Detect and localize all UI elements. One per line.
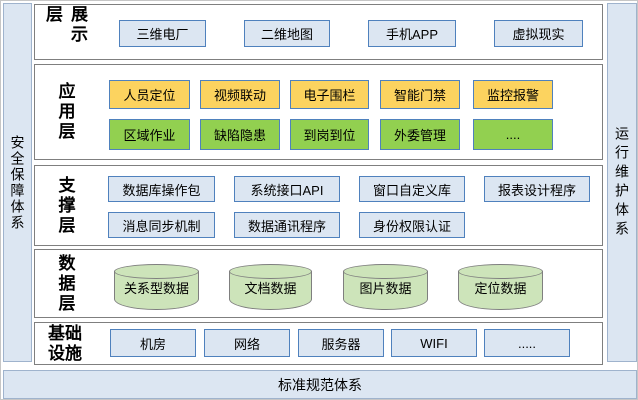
presentation-box: 手机APP <box>368 20 456 47</box>
layer-label-presentation: 展示层 <box>43 5 87 45</box>
layer-label-support: 支撑层 <box>55 175 75 236</box>
application-box: 到岗到位 <box>290 119 369 150</box>
application-box: 智能门禁 <box>380 80 460 109</box>
standard-specification-label: 标准规范体系 <box>278 376 362 393</box>
presentation-box: 三维电厂 <box>119 20 206 47</box>
layer-label-data: 数据层 <box>55 253 75 314</box>
support-box: 数据通讯程序 <box>234 212 340 238</box>
infrastructure-box: 机房 <box>110 329 196 357</box>
application-box: 外委管理 <box>380 119 460 150</box>
infrastructure-box: 服务器 <box>298 329 384 357</box>
infrastructure-box: 网络 <box>204 329 290 357</box>
application-box: .... <box>473 119 553 150</box>
layer-panel-data: 数据层 关系型数据 文档数据 图片数据 定位数据 <box>34 249 603 318</box>
layer-panel-infrastructure: 基础设施 机房 网络 服务器 WIFI ..... <box>34 322 603 365</box>
layer-panel-application: 应用层 人员定位 视频联动 电子围栏 智能门禁 监控报警 区域作业 缺陷隐患 到… <box>34 64 603 160</box>
security-assurance-bar: 安全保障体系 <box>3 3 32 362</box>
support-box: 身份权限认证 <box>359 212 465 238</box>
support-box: 报表设计程序 <box>484 176 590 202</box>
application-box: 电子围栏 <box>290 80 369 109</box>
presentation-box: 二维地图 <box>244 20 330 47</box>
infrastructure-box: ..... <box>484 329 570 357</box>
layer-panel-support: 支撑层 数据库操作包 系统接口API 窗口自定义库 报表设计程序 消息同步机制 … <box>34 165 603 246</box>
infrastructure-box: WIFI <box>391 329 477 357</box>
cylinder-top-ellipse <box>229 264 312 279</box>
operation-maintenance-bar: 运行维护体系 <box>607 3 637 362</box>
application-box: 人员定位 <box>109 80 190 109</box>
security-assurance-label: 安全保障体系 <box>9 134 26 231</box>
support-box: 数据库操作包 <box>108 176 215 202</box>
application-box: 监控报警 <box>473 80 553 109</box>
database-cylinder: 图片数据 <box>343 264 428 310</box>
cylinder-top-ellipse <box>458 264 543 279</box>
application-box: 区域作业 <box>109 119 190 150</box>
cylinder-top-ellipse <box>114 264 199 279</box>
support-box: 消息同步机制 <box>108 212 215 238</box>
layer-label-infrastructure: 基础设施 <box>48 323 82 363</box>
database-cylinder: 定位数据 <box>458 264 543 310</box>
operation-maintenance-label: 运行维护体系 <box>614 125 630 240</box>
cylinder-top-ellipse <box>343 264 428 279</box>
layer-panel-presentation: 展示层 三维电厂 二维地图 手机APP 虚拟现实 <box>34 4 603 60</box>
standard-specification-bar: 标准规范体系 <box>3 370 637 399</box>
layer-label-application: 应用层 <box>55 82 75 142</box>
database-cylinder: 文档数据 <box>229 264 312 310</box>
database-cylinder: 关系型数据 <box>114 264 199 310</box>
application-box: 缺陷隐患 <box>200 119 280 150</box>
support-box: 系统接口API <box>234 176 340 202</box>
application-box: 视频联动 <box>200 80 280 109</box>
presentation-box: 虚拟现实 <box>494 20 583 47</box>
support-box: 窗口自定义库 <box>359 176 465 202</box>
